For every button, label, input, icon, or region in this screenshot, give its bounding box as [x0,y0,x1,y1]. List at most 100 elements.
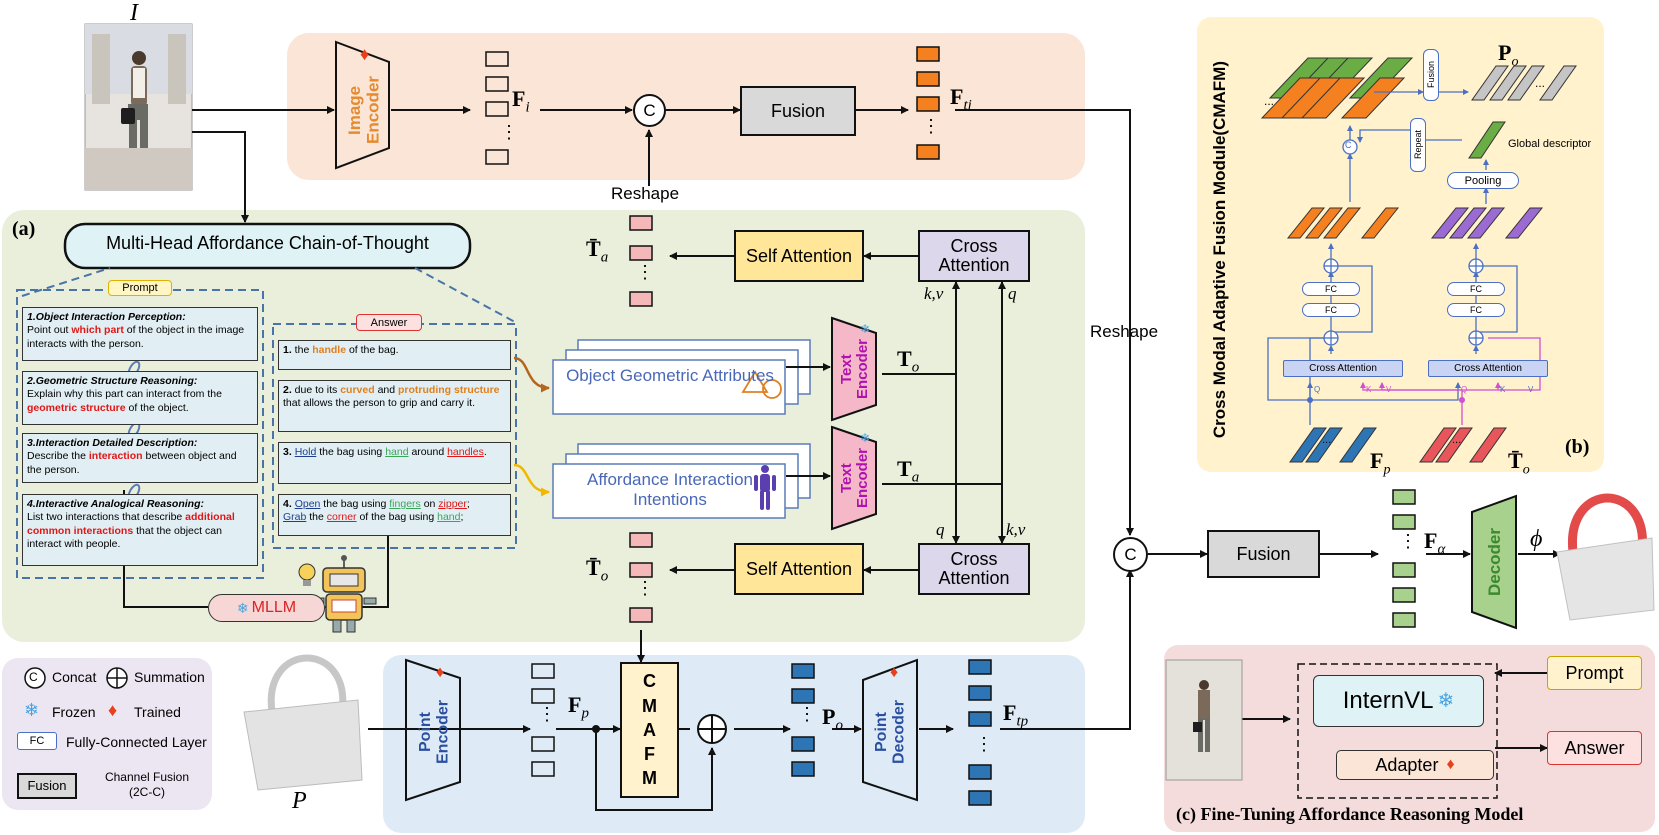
self-attention-top: Self Attention [734,230,864,282]
answer-1-text-end: of the bag. [346,344,399,356]
decoder [1471,494,1517,630]
image-encoder [335,40,390,170]
cot-callout-right [414,267,516,323]
finetune-panel-title: (c) Fine-Tuning Affordance Reasoning Mod… [1176,804,1524,824]
cmafm-repeat-label: Repeat [1413,130,1423,160]
mllm-node: ❄MLLM [208,594,325,622]
cmafm-cross-attention-1: Cross Attention [1283,360,1403,377]
cmafm-v1: V [1386,385,1392,394]
ellipsis-cmafm-fp: ... [1322,434,1332,446]
adapter-block: Adapter♦ [1336,750,1494,780]
answer-2-text-end: that allows the person to grip and carry… [283,397,476,410]
prompt-2-text: Explain why this part can interact from … [27,388,222,401]
finetune-input-image [1165,659,1243,781]
legend-panel [2,658,212,810]
summation-node [697,714,727,744]
prompt-2-highlight: geometric structure [27,401,126,414]
answer-2-mid: and [374,384,399,396]
ellipsis-Po-tokens: ⋮ [798,704,816,724]
ellipsis-cmafm-top: ... [1264,94,1275,108]
finetune-prompt: Prompt [1547,656,1642,690]
panel-b-label: (b) [1565,436,1590,458]
snowflake-icon: ❄ [24,700,40,720]
answer-4-m4: of the bag using [356,511,438,524]
answer-4-v1: Open [294,498,321,510]
prompt-card-2: 2.Geometric Structure Reasoning: Explain… [22,371,258,425]
fire-icon: ♦ [436,664,445,681]
cmafm-fc-1a: FC [1302,282,1360,296]
ellipsis-cmafm-po: ... [1535,76,1546,90]
ellipsis-point-tokens: ⋮ [538,704,556,724]
answer-4-m1: the bag using [320,498,390,510]
answer-3-verb: Hold [294,446,317,458]
main-arrows [123,106,1561,811]
P-o-label: Po [822,704,843,734]
snowflake-icon: ❄ [860,322,871,336]
snowflake-icon: ❄ [860,431,871,445]
answer-1-text: the [291,344,313,356]
prompt-3-text-end: between object and the person. [27,450,237,476]
prompt-card-3: 3.Interaction Detailed Description: Desc… [22,433,258,483]
concat-node-final: C [1113,537,1148,572]
q-top-label: q [1008,284,1017,303]
point-encoder-label: Point Encoder [417,700,452,765]
T-a-bar-label: T̄a [586,236,609,266]
answer-4-fingers: fingers [389,498,421,510]
cmafm-letter: C [643,671,656,692]
cmafm-global-descriptor: Global descriptor [1508,138,1592,150]
kv-top-label: k,v [924,284,944,303]
adapter-label: Adapter [1375,754,1439,775]
text-encoder-affordance [831,425,877,531]
prompt-card-4: 4.Interactive Analogical Reasoning: List… [22,494,258,566]
point-decoder-label: Point Decoder [873,699,908,765]
answer-to-afford-arrow [513,463,550,497]
F-ti-label: Fti [950,84,972,114]
legend-channel-fusion: Channel Fusion (2C-C) [104,770,190,799]
T-a-label: Ta [897,456,920,486]
junction-dot [592,725,600,733]
ellipsis-Ta: ⋮ [636,262,654,282]
T-o-label: To [897,346,920,376]
cmafm-fc-1b: FC [1302,303,1360,317]
answer-4-zipper: zipper [438,498,467,510]
legend-fusion-tag: Fusion [17,773,77,799]
finetune-dashed-box [1297,663,1498,799]
image-branch-panel [287,33,1085,180]
prompt-2-text-end: of the object. [125,401,189,414]
cmafm-fusion-label: Fusion [1426,61,1436,89]
answer-2-num: 2. [283,384,292,396]
fused-feature-tokens [1392,489,1416,628]
answer-to-object-arrow [513,356,550,393]
ellipsis-image-tokens: ⋮ [500,122,518,142]
input-point-cloud-bag [243,654,363,791]
answer-4-hand: hand [437,511,461,524]
cmafm-q1: Q [1314,385,1321,394]
internvl-label: InternVL [1342,687,1434,715]
prompt-1-text-end: of the object in the image interacts wit… [27,324,245,350]
fire-icon: ♦ [890,664,899,681]
answer-3-m2: around [408,446,448,458]
cmafm-fc-2a: FC [1447,282,1505,296]
answer-3-handles: handles [447,446,484,458]
cmafm-letter: M [642,768,657,789]
cmafm-letter: M [642,695,657,716]
snowflake-icon: ❄ [1437,689,1455,712]
prompt-2-title: 2.Geometric Structure Reasoning: [27,375,198,387]
reshape-right-label: Reshape [1090,322,1159,341]
panel-a-label: (a) [12,218,36,240]
snowflake-icon: ❄ [236,599,249,616]
fire-icon: ♦ [108,700,118,720]
answer-3-end: . [483,446,487,458]
prompt-4-text-end: that the object can interact with people… [27,524,222,551]
cot-callout [21,267,111,297]
answer-card-3: 3. Hold the bag using hand around handle… [278,442,511,484]
cmafm-diagram [1260,57,1577,463]
prompt-tag: Prompt [108,280,172,296]
cmafm-panel [1197,17,1604,472]
prompt-card-1: 1.Object Interaction Perception: Point o… [22,307,258,361]
legend-concat: Concat [52,669,97,685]
answer-1-num: 1. [283,344,292,356]
point-decoder [862,658,918,802]
legend-fc-tag: FC [17,732,57,750]
